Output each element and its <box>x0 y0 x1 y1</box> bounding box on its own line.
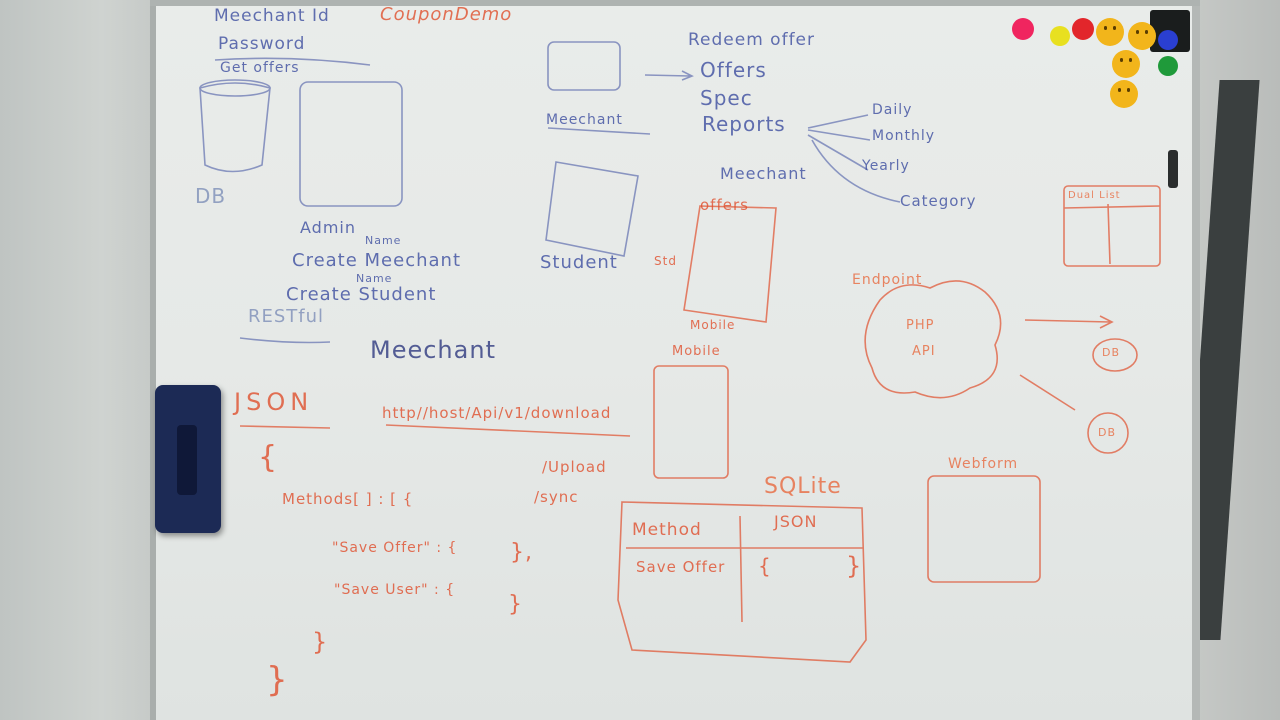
text-url-upload: /Upload <box>542 458 607 476</box>
whiteboard-eraser <box>155 385 221 533</box>
text-dual-list: Dual List <box>1068 190 1121 201</box>
dual-list-divider <box>1063 203 1161 265</box>
text-save-user-close: } <box>508 592 523 617</box>
text-name-note-2: Name <box>356 272 393 285</box>
text-db1: DB <box>1102 346 1121 359</box>
text-inner-close: } <box>312 628 329 656</box>
mobile-box-upper <box>683 205 777 323</box>
text-name-note-1: Name <box>365 234 402 247</box>
sqlite-col-divider <box>739 515 743 623</box>
text-merchant-offers-b: offers <box>700 196 749 214</box>
text-sqlite-method: Method <box>632 520 702 540</box>
text-create-meechant: Create Meechant <box>292 250 462 271</box>
text-sqlite-brace-open: { <box>758 554 772 578</box>
text-api: API <box>912 344 936 359</box>
text-reports: Reports <box>702 112 786 136</box>
student-screen-box <box>545 161 639 257</box>
text-webform: Webform <box>948 456 1019 472</box>
smiley-magnet-icon <box>1128 22 1156 50</box>
mobile-box-lower <box>653 365 729 479</box>
admin-screen-box <box>299 81 403 207</box>
text-php: PHP <box>906 318 935 333</box>
top-screen-box <box>547 41 621 91</box>
text-db2: DB <box>1098 426 1117 439</box>
whiteboard-handle <box>1168 150 1178 188</box>
text-create-student: Create Student <box>286 284 437 305</box>
arrows-reports <box>807 114 901 203</box>
magnet-pink <box>1012 18 1034 40</box>
smiley-magnet-icon <box>1112 50 1140 78</box>
text-methods: Methods[ ] : [ { <box>282 490 414 508</box>
db2-icon <box>1087 412 1129 454</box>
magnet-yellow <box>1050 26 1070 46</box>
text-spec: Spec <box>700 86 753 110</box>
text-save-offer-close: }, <box>510 540 533 565</box>
db-cylinder-top <box>199 79 271 97</box>
magnet-red <box>1072 18 1094 40</box>
text-sqlite-save-offer: Save Offer <box>636 558 726 576</box>
magnet-blue <box>1158 30 1178 50</box>
magnet-green <box>1158 56 1178 76</box>
text-sqlite: SQLite <box>764 474 842 499</box>
whiteboard <box>150 0 1200 720</box>
text-url-sync: /sync <box>534 488 579 506</box>
text-admin: Admin <box>300 218 356 237</box>
smiley-magnet-icon <box>1110 80 1138 108</box>
json-underline <box>239 425 331 429</box>
text-save-offer: "Save Offer" : { <box>332 540 458 556</box>
arrow-offers <box>644 70 694 81</box>
text-yearly: Yearly <box>862 158 910 174</box>
text-password: Password <box>218 34 306 54</box>
text-student: Student <box>540 252 618 273</box>
text-sqlite-json: JSON <box>774 512 818 531</box>
url-underline <box>385 424 631 437</box>
text-restful: RESTful <box>248 306 325 327</box>
arrow-to-db1 <box>1024 315 1114 329</box>
text-std: Std <box>654 254 677 268</box>
text-brand: CouponDemo <box>380 4 513 25</box>
text-save-user: "Save User" : { <box>334 582 456 598</box>
text-get-offers: Get offers <box>220 60 300 76</box>
wall-left <box>0 0 170 720</box>
text-sqlite-brace-close: } <box>846 552 863 580</box>
db1-icon <box>1092 338 1138 372</box>
sqlite-table-frame <box>617 501 867 663</box>
underline-restful <box>239 337 331 344</box>
php-api-cloud <box>864 280 1002 399</box>
text-json-title: JSON <box>234 388 314 416</box>
text-brace-open: { <box>258 440 279 475</box>
text-mobile-a: Mobile <box>690 318 736 332</box>
text-url-download: http//host/Api/v1/download <box>382 404 612 422</box>
text-meechant-large: Meechant <box>370 336 496 364</box>
text-brace-close: } <box>266 660 289 700</box>
whiteboard-top-frame <box>150 0 1200 6</box>
dual-list-table <box>1063 185 1161 267</box>
text-db: DB <box>195 184 227 208</box>
webform-box <box>927 475 1041 583</box>
text-endpoint: Endpoint <box>852 272 923 288</box>
text-monthly: Monthly <box>872 128 936 144</box>
underline-meechant-panel <box>547 127 651 135</box>
text-merchant-offers-a: Meechant <box>720 164 807 183</box>
text-meechant-id: Meechant Id <box>214 6 330 26</box>
text-meechant-caption: Meechant <box>546 112 623 128</box>
text-mobile-b: Mobile <box>672 344 721 359</box>
underline-get-offers <box>214 57 371 66</box>
smiley-magnet-icon <box>1096 18 1124 46</box>
db-cylinder-sketch <box>199 82 271 173</box>
text-daily: Daily <box>872 102 913 118</box>
text-redeem-offer: Redeem offer <box>688 30 815 50</box>
eraser-grip <box>177 425 197 495</box>
arrow-to-db2 <box>1019 374 1076 411</box>
text-category: Category <box>900 192 977 210</box>
text-offers: Offers <box>700 58 767 82</box>
